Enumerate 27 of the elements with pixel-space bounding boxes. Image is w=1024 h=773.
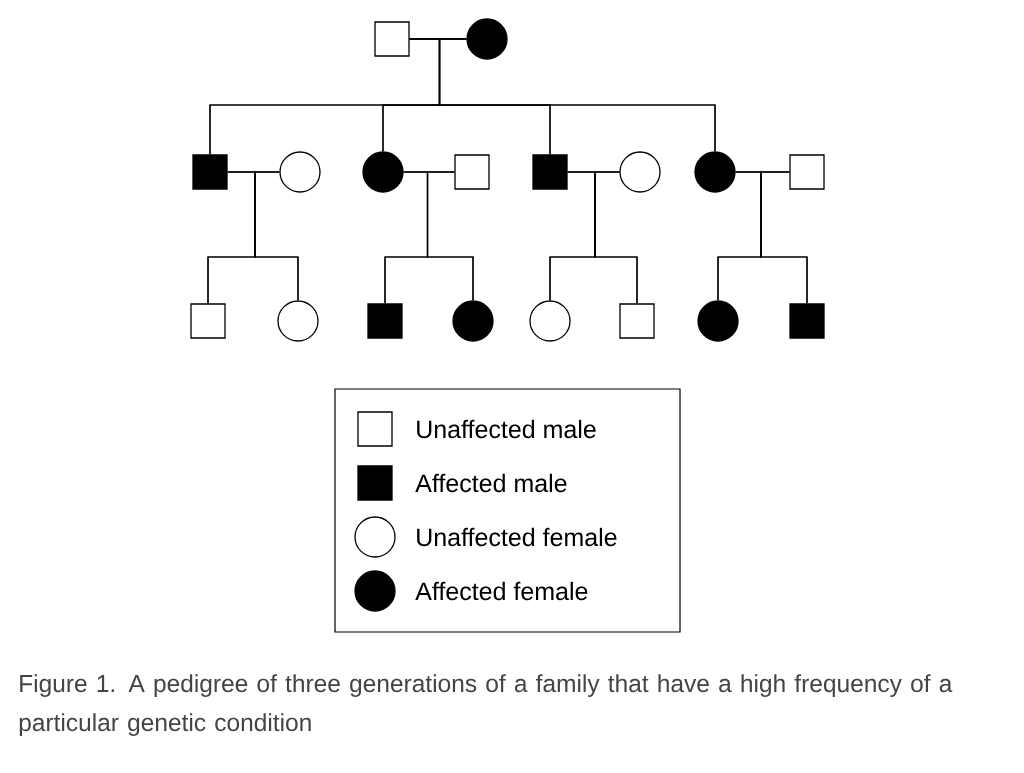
unaffected-circle-symbol: [619, 151, 661, 193]
unaffected-square-symbol: [454, 154, 490, 190]
affected-circle-symbol: [697, 300, 739, 342]
descent-line: [254, 171, 299, 301]
affected-square-symbol: [367, 303, 403, 339]
unaffected-circle-symbol: [529, 300, 571, 342]
unaffected-circle-symbol: [277, 300, 319, 342]
affected-square-symbol: [532, 154, 568, 190]
unaffected-square-symbol: [374, 21, 410, 57]
affected-circle-symbol: [362, 151, 404, 193]
affected-square-symbol: [789, 303, 825, 339]
descent-line: [594, 171, 638, 304]
affected-circle-symbol: [694, 151, 736, 193]
affected-square-symbol: [192, 154, 228, 190]
unaffected-square-symbol: [190, 303, 226, 339]
legend-label: Unaffected female: [417, 527, 617, 547]
affected-circle-symbol: [466, 18, 508, 60]
legend-label: Affected female: [415, 581, 588, 601]
legend-label: Affected male: [415, 473, 567, 493]
unaffected-square-symbol: [789, 154, 825, 190]
legend-label: Unaffected male: [417, 419, 596, 439]
descent-line: [426, 171, 474, 301]
unaffected-circle-symbol: [279, 151, 321, 193]
descent-line: [760, 171, 808, 304]
affected-circle-symbol: [452, 300, 494, 342]
unaffected-square-symbol: [619, 303, 655, 339]
caption: Figure 1. A pedigree of three generations of a family that have a high frequency of a particular genetic condition: [19, 674, 953, 737]
